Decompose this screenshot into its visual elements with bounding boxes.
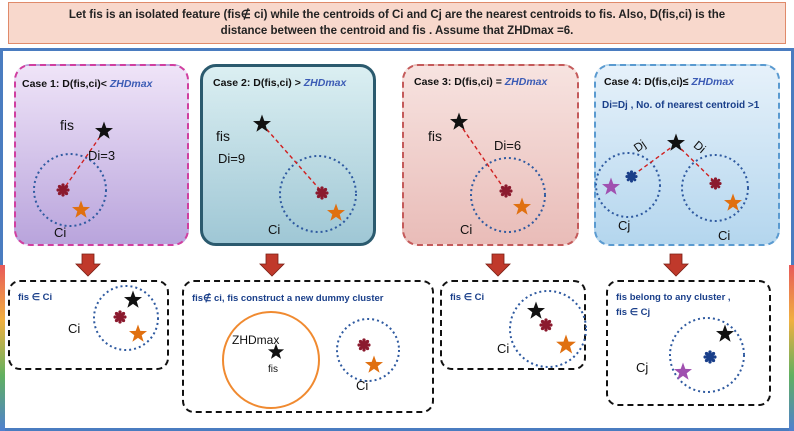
case-4-left-ring bbox=[595, 152, 661, 218]
case-4-right-ring bbox=[681, 154, 749, 222]
case-1-cluster-ring bbox=[33, 153, 107, 227]
result-1-graphic bbox=[93, 285, 159, 351]
arrow-down-icon bbox=[663, 253, 689, 277]
case-4-right-member-star bbox=[724, 193, 742, 211]
case-1-feature-star bbox=[95, 121, 113, 139]
result-2-feature-label: fis bbox=[268, 364, 278, 375]
result-1-feature-star bbox=[124, 290, 142, 308]
result-4-ring bbox=[669, 317, 745, 393]
result-3-member-star bbox=[556, 334, 576, 354]
result-2-dummy-cluster bbox=[222, 311, 320, 409]
result-4-box: fis belong to any cluster , fis ∈ Cj bbox=[606, 280, 771, 406]
case-4-right-distance-line bbox=[675, 143, 717, 184]
result-2-centroid-icon bbox=[357, 338, 371, 352]
case-2-cluster-ring bbox=[279, 155, 357, 233]
result-4-text-1: fis belong to any cluster , bbox=[616, 292, 731, 303]
result-1-ring bbox=[93, 285, 159, 351]
case-3-centroid-icon bbox=[499, 184, 513, 198]
case-4-cj-label: Cj bbox=[618, 218, 631, 233]
problem-statement: Let fis is an isolated feature (fis∉ ci)… bbox=[8, 2, 786, 44]
case-2-panel: Case 2: D(fis,ci) > ZHDmax bbox=[200, 64, 376, 246]
case-2-distance-line bbox=[261, 123, 323, 193]
case-4-title-zhd: ZHDmax bbox=[691, 76, 735, 88]
case-3-distance-label: Di=6 bbox=[494, 138, 522, 153]
case-2-title-zhd: ZHDmax bbox=[303, 77, 347, 89]
case-1-feature-label: fis bbox=[60, 117, 74, 133]
case-2-title-text: Case 2: D(fis,ci) > bbox=[213, 77, 304, 89]
problem-line-1: Let fis is an isolated feature (fis∉ ci)… bbox=[68, 9, 726, 21]
result-2-graphic bbox=[222, 311, 400, 409]
case-1-title-text: Case 1: D(fis,ci)< bbox=[22, 78, 110, 90]
result-1-member-star bbox=[129, 324, 147, 342]
case-3-feature-label: fis bbox=[428, 128, 442, 144]
result-1-centroid-label: Ci bbox=[68, 321, 81, 336]
case-3-title-zhd: ZHDmax bbox=[504, 76, 548, 88]
result-4-member-star bbox=[674, 362, 692, 380]
case-3-title-text: Case 3: D(fis,ci) = bbox=[414, 76, 505, 88]
case-3-centroid-label: Ci bbox=[460, 222, 473, 237]
result-4-centroid-icon bbox=[703, 350, 717, 364]
result-4-graphic bbox=[669, 317, 745, 393]
case-1-member-star bbox=[72, 200, 90, 218]
left-color-strip bbox=[0, 265, 5, 431]
result-2-box: fis∉ ci, fis construct a new dummy clust… bbox=[182, 280, 434, 413]
case-3-feature-star bbox=[450, 112, 468, 130]
result-3-ring bbox=[509, 290, 587, 368]
result-1-centroid-icon bbox=[113, 310, 127, 324]
result-2-ring bbox=[336, 318, 400, 382]
result-4-centroid-label: Cj bbox=[636, 360, 649, 375]
case-2-feature-label: fis bbox=[216, 128, 230, 144]
result-3-box: fis ∈ Ci bbox=[440, 280, 586, 370]
result-4-text-2: fis ∈ Cj bbox=[616, 307, 651, 318]
case-4-left-centroid-icon bbox=[625, 170, 638, 183]
case-1-panel: Case 1: D(fis,ci)< ZHDmax bbox=[14, 64, 189, 246]
case-4-left-distance-line bbox=[631, 143, 677, 177]
result-3-text: fis ∈ Ci bbox=[450, 292, 485, 303]
arrow-down-icon bbox=[485, 253, 511, 277]
case-2-member-star bbox=[327, 203, 345, 221]
case-2-feature-star bbox=[253, 114, 271, 132]
case-2-centroid-label: Ci bbox=[268, 222, 281, 237]
case-1-title: Case 1: D(fis,ci)< ZHDmax bbox=[22, 78, 152, 90]
case-2-centroid-icon bbox=[315, 186, 329, 200]
arrow-down-icon bbox=[75, 253, 101, 277]
case-3-cluster-ring bbox=[470, 157, 546, 233]
case-1-distance-label: Di=3 bbox=[88, 148, 116, 163]
right-color-strip bbox=[789, 265, 794, 431]
down-arrows bbox=[75, 253, 689, 277]
case-4-graphic bbox=[595, 133, 749, 222]
result-1-text: fis ∈ Ci bbox=[18, 292, 53, 303]
result-2-text: fis∉ ci, fis construct a new dummy clust… bbox=[192, 293, 384, 304]
case-1-centroid-label: Ci bbox=[54, 225, 67, 240]
case-2-graphic bbox=[253, 114, 357, 233]
result-2-zhd-label: ZHDmax bbox=[232, 333, 280, 347]
case-4-left-member-star bbox=[602, 177, 620, 195]
case-1-title-zhd: ZHDmax bbox=[109, 78, 153, 90]
arrow-down-icon bbox=[259, 253, 285, 277]
problem-line-2: distance between the centroid and fis . … bbox=[220, 25, 574, 37]
case-4-title-text: Case 4: D(fis,ci)≤ bbox=[604, 76, 692, 88]
case-3-title: Case 3: D(fis,ci) = ZHDmax bbox=[414, 76, 547, 88]
result-2-centroid-label: Ci bbox=[356, 378, 369, 393]
case-3-member-star bbox=[513, 197, 531, 215]
result-2-member-star bbox=[365, 355, 383, 373]
case-4-ci-label: Ci bbox=[718, 228, 731, 243]
case-2-title: Case 2: D(fis,ci) > ZHDmax bbox=[213, 77, 346, 89]
case-3-graphic bbox=[450, 112, 546, 233]
case-2-distance-label: Di=9 bbox=[218, 151, 246, 166]
case-3-distance-line bbox=[458, 122, 506, 191]
result-3-centroid-icon bbox=[539, 318, 553, 332]
case-1-centroid-icon bbox=[56, 183, 70, 197]
case-3-panel: Case 3: D(fis,ci) = ZHDmax bbox=[402, 64, 579, 246]
result-3-graphic bbox=[509, 290, 587, 368]
case-4-note: Di=Dj , No. of nearest centroid >1 bbox=[602, 100, 760, 111]
case-4-right-centroid-icon bbox=[709, 177, 722, 190]
case-4-title: Case 4: D(fis,ci)≤ ZHDmax bbox=[604, 76, 734, 88]
result-1-box: fis ∈ Ci bbox=[8, 280, 169, 370]
case-1-distance-line bbox=[62, 130, 105, 191]
result-3-centroid-label: Ci bbox=[497, 341, 510, 356]
result-3-feature-star bbox=[527, 301, 545, 319]
case-1-graphic bbox=[33, 121, 113, 227]
